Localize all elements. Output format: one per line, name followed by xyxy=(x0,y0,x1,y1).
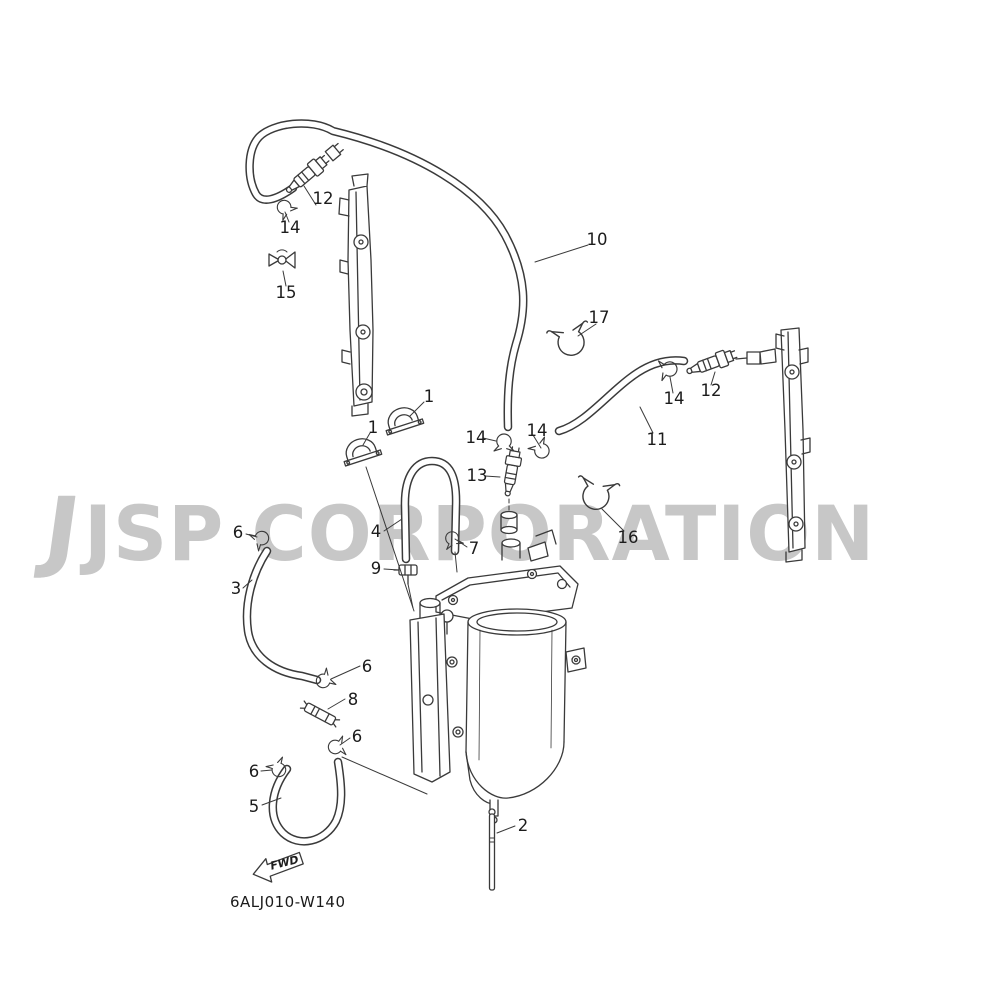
hose-4 xyxy=(400,456,461,564)
clamp-6-a xyxy=(248,526,273,552)
watermark: JJ JSP CORPORATION xyxy=(39,478,883,581)
left-injector-connector xyxy=(324,142,344,162)
fuel-pump-assembly xyxy=(409,529,587,824)
clamp-17 xyxy=(545,319,596,361)
injector-port xyxy=(500,510,518,535)
clamp-6-b xyxy=(312,667,337,693)
clamp-14-center-left xyxy=(493,433,515,452)
hose-10 xyxy=(245,119,528,432)
hose-3 xyxy=(242,546,322,685)
diagram-code: 6ALJ010-W140 xyxy=(230,893,346,911)
fwd-arrow: FWD xyxy=(252,851,304,883)
hose-5 xyxy=(268,757,346,846)
joint-pipe-8 xyxy=(299,700,341,728)
fuel-rail-right xyxy=(775,327,811,563)
pipe-bracket-1-b xyxy=(338,433,383,467)
leader-lines xyxy=(242,185,716,834)
nipple-fitting-9 xyxy=(393,564,418,585)
fuel-injector-12-right xyxy=(683,345,739,380)
watermark-text: JSP CORPORATION xyxy=(84,489,876,578)
clamp-6-c xyxy=(326,735,347,758)
fuel-injector-13 xyxy=(499,445,524,498)
fuel-rail-left xyxy=(338,173,374,417)
clamp-16 xyxy=(571,474,621,515)
clamp-14-center-right xyxy=(527,436,555,464)
wing-clip-15 xyxy=(268,249,296,269)
rod-2 xyxy=(488,808,496,891)
right-injector-connector xyxy=(735,348,777,365)
hose-11 xyxy=(554,356,689,436)
pipe-bracket-1-a xyxy=(380,402,425,436)
